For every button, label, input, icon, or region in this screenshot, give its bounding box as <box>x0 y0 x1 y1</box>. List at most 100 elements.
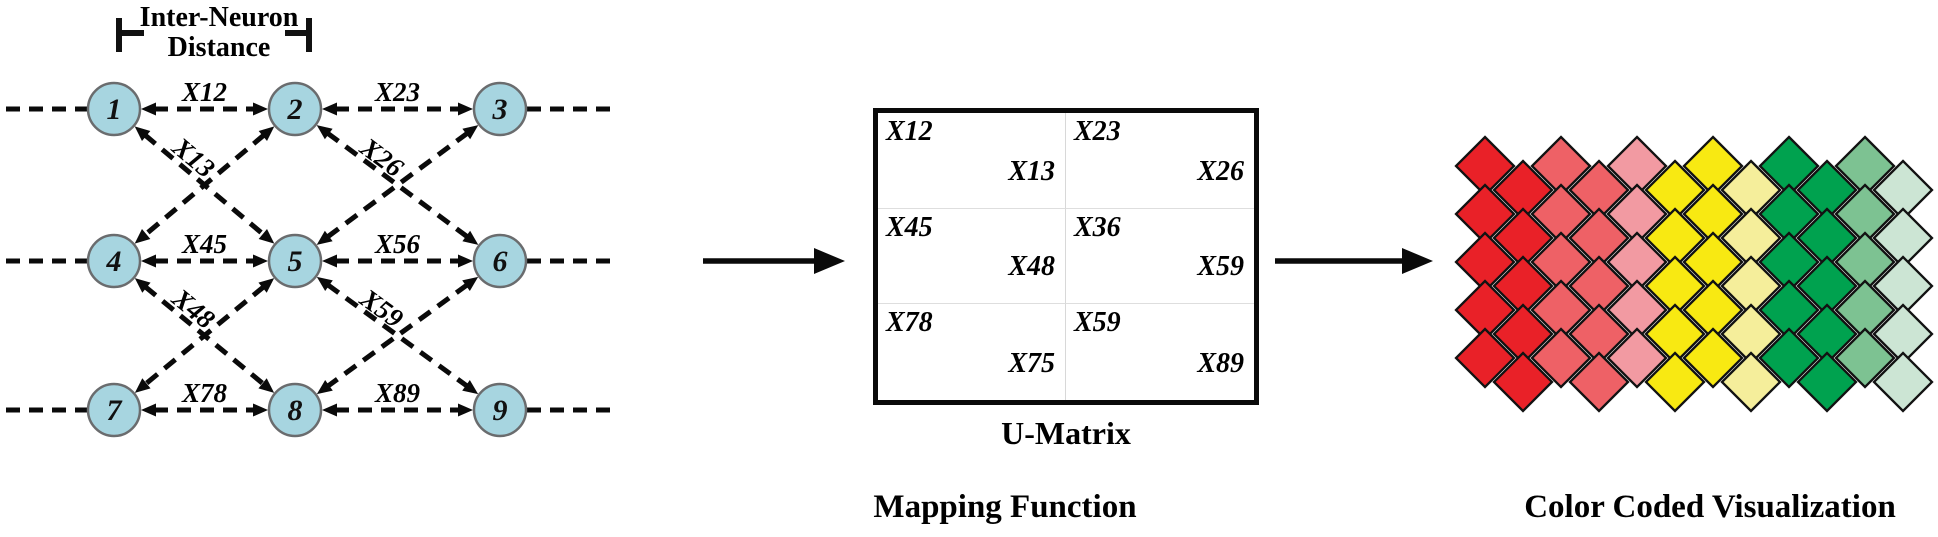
u-matrix-cell-r1c2: X23 X26 <box>1066 113 1254 209</box>
edge-label: X78 <box>181 378 228 408</box>
neuron-label: 1 <box>107 93 122 126</box>
arrowhead-icon <box>462 276 479 291</box>
arrowhead-icon <box>462 380 479 395</box>
edge-label: X89 <box>374 378 421 408</box>
arrowhead-icon <box>253 254 268 268</box>
neuron-node <box>472 382 528 438</box>
arrowhead-icon <box>258 278 275 293</box>
u-matrix-value: X45 <box>886 211 933 243</box>
edge-label: X23 <box>374 77 420 107</box>
arrowhead-icon <box>253 403 268 417</box>
u-matrix-value: X59 <box>1074 307 1121 339</box>
arrowhead-icon <box>253 102 268 116</box>
som-cell-diamond-yellow <box>1682 327 1744 389</box>
edge-label: X48 <box>166 282 221 335</box>
neuron-label: 9 <box>493 394 508 427</box>
arrowhead-icon <box>258 126 275 141</box>
caption-color-coded: Color Coded Visualization <box>1524 489 1896 525</box>
som-cell-diamond-medium-green <box>1834 327 1896 389</box>
edge-label: X12 <box>181 77 227 107</box>
bracket-caption-line1: Inter-Neuron <box>140 2 299 33</box>
arrowhead-icon <box>134 378 151 393</box>
som-cell-diamond-pale-green <box>1872 351 1934 413</box>
edge-label: X56 <box>374 229 421 259</box>
edge-line-diagonal <box>143 284 266 387</box>
edge-line-diagonal <box>325 130 470 240</box>
arrowhead-icon <box>316 276 333 291</box>
arrowhead-icon <box>134 278 151 293</box>
edge-line-diagonal <box>325 282 470 389</box>
arrowhead-icon <box>462 125 479 140</box>
som-cell-diamond-yellow <box>1644 351 1706 413</box>
neuron-label: 2 <box>287 93 303 126</box>
arrowhead-icon <box>458 403 473 417</box>
arrowhead-icon <box>141 403 156 417</box>
neuron-label: 4 <box>106 245 122 278</box>
neuron-label: 8 <box>288 394 303 427</box>
color-coded-map <box>1454 135 1934 413</box>
arrowhead-icon <box>141 254 156 268</box>
u-matrix-value: X26 <box>1197 155 1244 187</box>
arrowhead-icon <box>316 125 333 140</box>
u-matrix-cell-r2c2: X36 X59 <box>1066 209 1254 305</box>
edge-label: X59 <box>354 282 409 334</box>
neuron-node <box>472 81 528 137</box>
edge-line-diagonal <box>325 130 470 240</box>
neuron-node <box>472 233 528 289</box>
som-cell-diamond-red <box>1492 351 1554 413</box>
neuron-label: 5 <box>288 245 303 278</box>
arrowhead-icon <box>462 230 479 245</box>
som-cell-diamond-salmon-red <box>1530 327 1592 389</box>
neuron-node <box>86 81 142 137</box>
neuron-label: 6 <box>493 245 508 278</box>
u-matrix-value: X89 <box>1197 347 1244 379</box>
neuron-node <box>267 81 323 137</box>
u-matrix-cell-r3c1: X78 X75 <box>878 304 1066 400</box>
u-matrix-value: X12 <box>886 116 933 147</box>
u-matrix-cell-r2c1: X45 X48 <box>878 208 1066 305</box>
arrowhead-icon <box>322 254 337 268</box>
arrowhead-icon <box>134 126 151 141</box>
edge-label: X26 <box>354 131 409 183</box>
som-cell-diamond-green <box>1758 327 1820 389</box>
u-matrix-value: X59 <box>1197 251 1244 283</box>
u-matrix-value: X36 <box>1074 211 1121 243</box>
arrowhead-icon <box>134 229 151 244</box>
neuron-label: 3 <box>492 93 508 126</box>
arrowhead-icon <box>258 229 275 244</box>
u-matrix-value: X48 <box>1008 251 1055 283</box>
arrowhead-icon <box>458 102 473 116</box>
caption-mapping-function: Mapping Function <box>873 489 1137 525</box>
arrowhead-icon <box>316 230 333 245</box>
som-cell-diamond-green <box>1796 351 1858 413</box>
u-matrix-cell-r1c1: X12 X13 <box>878 113 1066 209</box>
bracket-caption-line2: Distance <box>168 32 271 63</box>
u-matrix-value: X13 <box>1008 155 1055 187</box>
som-cell-diamond-red <box>1454 327 1516 389</box>
flow-arrow-1 <box>703 248 845 274</box>
neuron-node <box>267 233 323 289</box>
arrowhead-icon <box>322 403 337 417</box>
arrowhead-icon <box>258 378 275 393</box>
som-cell-diamond-light-yellow <box>1720 351 1782 413</box>
neuron-node <box>86 382 142 438</box>
u-matrix-title: U-Matrix <box>1001 415 1131 451</box>
arrowhead-icon <box>322 102 337 116</box>
arrowhead-icon <box>316 380 333 395</box>
arrowhead-icon <box>141 102 156 116</box>
arrowhead-icon <box>458 254 473 268</box>
flow-arrow-2 <box>1275 248 1433 274</box>
neuron-node <box>86 233 142 289</box>
som-cell-diamond-salmon-red <box>1568 351 1630 413</box>
u-matrix-value: X75 <box>1008 347 1055 379</box>
edge-line-diagonal <box>143 132 266 238</box>
edge-label: X13 <box>166 131 221 184</box>
edge-line-diagonal <box>325 282 470 389</box>
u-matrix-value: X23 <box>1074 116 1121 147</box>
u-matrix-value: X78 <box>886 307 933 339</box>
neuron-node <box>267 382 323 438</box>
u-matrix-box: X12 X13 X23 X26 X45 X48 X36 X59 X78 X75 … <box>873 108 1259 405</box>
som-cell-diamond-light-pink <box>1606 327 1668 389</box>
